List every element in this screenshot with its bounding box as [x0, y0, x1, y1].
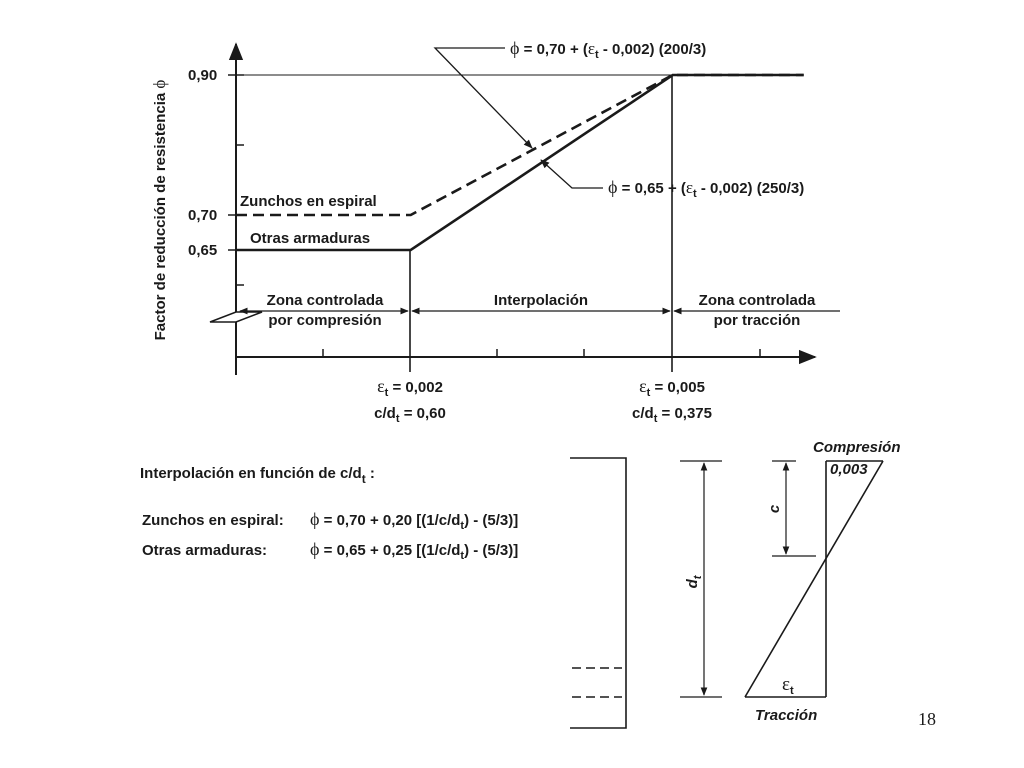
x-tick-ratio-0375: c/dt = 0,375: [632, 405, 712, 425]
x-minor-ticks: [322, 349, 761, 357]
axis-break: [209, 311, 263, 323]
y-axis-title: Factor de reducción de resistencia ϕ: [150, 80, 169, 341]
zone-tension-line2: por tracción: [714, 312, 801, 329]
compression-value: 0,003: [830, 461, 868, 478]
c-label: c: [766, 504, 783, 513]
dt-label: dt: [684, 574, 704, 588]
x-tick-ratio-060: c/dt = 0,60: [374, 405, 446, 425]
x-tick-strain-0002: εt = 0,002: [377, 376, 443, 399]
interpolation-block: Interpolación en función de c/dt : Zunch…: [140, 465, 518, 562]
series-line-other: [236, 73, 804, 252]
interpolation-row-other-label: Otras armaduras:: [142, 542, 267, 559]
interpolation-heading: Interpolación en función de c/dt :: [140, 465, 375, 486]
dt-dimension: [680, 460, 722, 698]
zone-interpolation-label: Interpolación: [494, 292, 588, 309]
strain-profile: [744, 460, 884, 698]
series-label-other: Otras armaduras: [250, 230, 370, 247]
zone-compression-line1: Zona controlada: [267, 292, 384, 309]
annotation-other-leader: [540, 159, 603, 189]
interpolation-row-other-formula: ϕ = 0,65 + 0,25 [(1/c/dt) - (5/3)]: [310, 539, 518, 562]
interpolation-row-spiral-formula: ϕ = 0,70 + 0,20 [(1/c/dt) - (5/3)]: [310, 509, 518, 532]
annotation-spiral-leader: [433, 47, 533, 149]
eps-t-label: εt: [782, 674, 794, 697]
c-dimension: [772, 460, 816, 557]
zone-tension-line1: Zona controlada: [699, 292, 816, 309]
y-tick-label-065: 0,65: [188, 242, 217, 259]
compression-label: Compresión: [813, 439, 901, 456]
tension-label: Tracción: [755, 707, 817, 724]
beam-section: [570, 457, 627, 729]
annotation-other-formula: ϕ = 0,65 + (εt - 0,002) (250/3): [608, 177, 804, 200]
interpolation-row-spiral-label: Zunchos en espiral:: [142, 512, 284, 529]
zone-compression-line2: por compresión: [268, 312, 381, 329]
annotation-spiral-formula: ϕ = 0,70 + (εt - 0,002) (200/3): [510, 38, 706, 61]
chart: 0,90 0,70 0,65 Factor de reducción de re…: [150, 38, 840, 425]
y-tick-label-070: 0,70: [188, 207, 217, 224]
series-label-spiral: Zunchos en espiral: [240, 193, 377, 210]
page-number: 18: [918, 709, 936, 729]
y-tick-label-090: 0,90: [188, 67, 217, 84]
x-tick-strain-0005: εt = 0,005: [639, 376, 705, 399]
